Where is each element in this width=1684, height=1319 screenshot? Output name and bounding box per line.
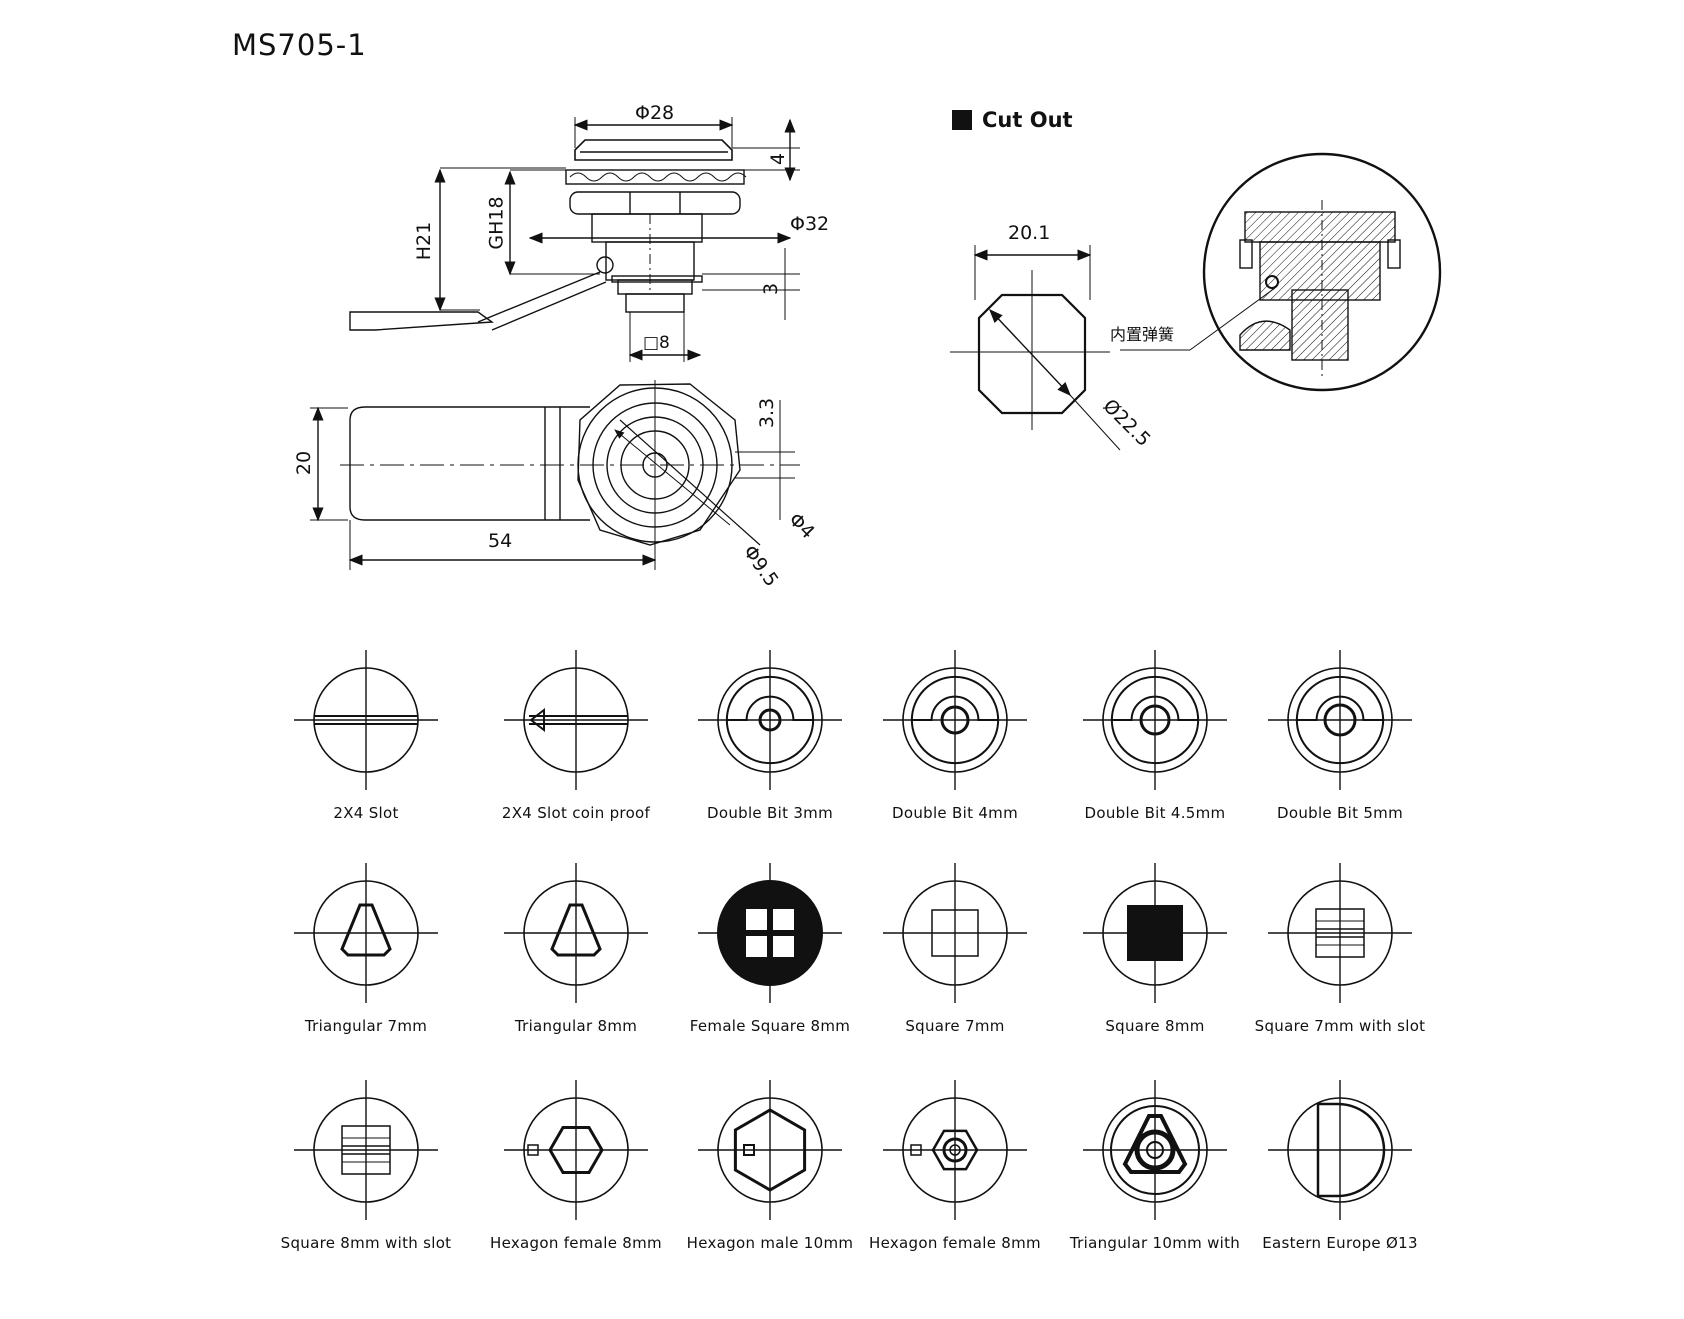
- hexagon-female-ring-icon: [883, 1080, 1027, 1220]
- key-caption: Female Square 8mm: [689, 1017, 851, 1035]
- dim-sq8: □8: [643, 333, 670, 353]
- page-title: MS705-1: [232, 28, 367, 62]
- double-bit-icon: [1083, 650, 1227, 790]
- key-caption: 2X4 Slot: [333, 804, 399, 822]
- key-caption: Double Bit 3mm: [707, 804, 833, 822]
- slot-icon: [294, 650, 438, 790]
- key-caption: Triangular 8mm: [514, 1017, 638, 1035]
- dim-3-3: 3.3: [756, 397, 779, 429]
- key-caption: Eastern Europe Ø13: [1262, 1234, 1418, 1252]
- cutout-label: Cut Out: [982, 108, 1073, 132]
- square-slot-icon: [1268, 863, 1412, 1003]
- key-caption: Double Bit 5mm: [1277, 804, 1403, 822]
- key-caption: Square 7mm with slot: [1254, 1017, 1426, 1035]
- dim-4: 4: [767, 152, 790, 166]
- spring-label: 内置弹簧: [1110, 325, 1175, 344]
- double-bit-icon: [698, 650, 842, 790]
- dim-phi28: Φ28: [635, 102, 675, 124]
- key-caption: Hexagon male 10mm: [686, 1234, 854, 1252]
- key-caption: Triangular 10mm with: [1069, 1234, 1241, 1252]
- square-slot-icon: [294, 1080, 438, 1220]
- key-caption: Double Bit 4.5mm: [1084, 804, 1226, 822]
- square-outline-icon: [883, 863, 1027, 1003]
- dim-3: 3: [760, 282, 783, 296]
- key-caption: Square 8mm: [1105, 1017, 1205, 1035]
- side-view: [349, 117, 800, 362]
- cutout-heading: Cut Out: [952, 108, 1073, 132]
- detail-section: [1120, 152, 1442, 392]
- dim-gh18: GH18: [485, 196, 508, 250]
- top-view: [310, 380, 800, 570]
- key-caption: Square 8mm with slot: [280, 1234, 452, 1252]
- double-bit-icon: [1268, 650, 1412, 790]
- key-caption: Hexagon female 8mm: [490, 1234, 662, 1252]
- triangle-icon: [294, 863, 438, 1003]
- key-caption: Square 7mm: [905, 1017, 1005, 1035]
- square-filled-icon: [1083, 863, 1227, 1003]
- key-caption: Triangular 7mm: [304, 1017, 428, 1035]
- double-bit-icon: [883, 650, 1027, 790]
- cutout-drawing: [950, 245, 1121, 451]
- slot-coin-proof-icon: [504, 650, 648, 790]
- d-shape-icon: [1268, 1080, 1412, 1220]
- triangle-icon: [504, 863, 648, 1003]
- dim-cutout-width: 20.1: [1008, 222, 1051, 244]
- dim-phi32: Φ32: [790, 213, 830, 235]
- triangle-ring-icon: [1083, 1080, 1227, 1220]
- square-bullet-icon: [952, 110, 972, 130]
- female-square-icon: [698, 863, 842, 1003]
- technical-drawing: [310, 117, 1442, 570]
- hexagon-female-icon: [504, 1080, 648, 1220]
- key-caption: 2X4 Slot coin proof: [501, 804, 651, 822]
- dim-h21: H21: [413, 221, 436, 261]
- dim-20: 20: [293, 450, 316, 476]
- key-caption: Double Bit 4mm: [892, 804, 1018, 822]
- dim-54: 54: [488, 530, 513, 552]
- key-caption: Hexagon female 8mm: [869, 1234, 1041, 1252]
- hexagon-male-icon: [698, 1080, 842, 1220]
